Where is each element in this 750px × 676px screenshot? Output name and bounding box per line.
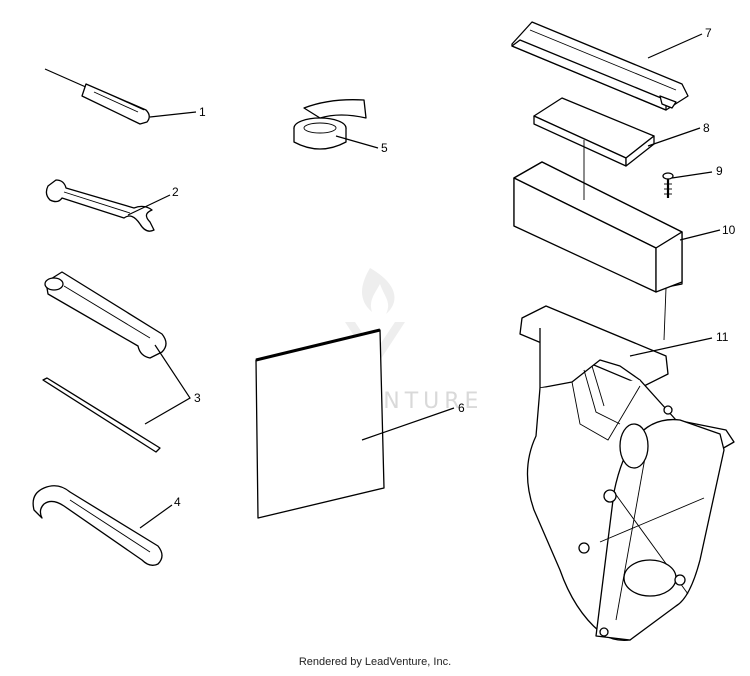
callout-4: 4: [174, 495, 181, 509]
callout-6: 6: [458, 401, 465, 415]
assembly-guide-line: [663, 287, 667, 341]
spanner-hook-part: [32, 485, 163, 566]
foam-pad-part: [533, 97, 655, 167]
leader-line-5: [335, 135, 379, 149]
toolbox-tray-part: [513, 161, 683, 293]
wrench-part: [45, 179, 155, 232]
footer-credit: Rendered by LeadVenture, Inc.: [298, 656, 452, 668]
leader-line-3: [144, 344, 191, 425]
tommy-bar-part: [42, 377, 161, 453]
leader-line-8: [647, 127, 701, 147]
callout-7: 7: [705, 26, 712, 40]
callout-5: 5: [381, 141, 388, 155]
callout-11: 11: [716, 330, 729, 344]
leader-line-2: [127, 194, 171, 216]
spark-plug-wrench-part: [44, 271, 167, 359]
leader-line-4: [139, 504, 173, 529]
leader-line-6: [361, 407, 455, 441]
callout-1: 1: [199, 105, 206, 119]
leader-line-9: [671, 171, 713, 179]
callout-9: 9: [716, 164, 723, 178]
housing-part: [519, 305, 735, 641]
tape-roll-part: [293, 99, 367, 150]
toolbox-lid-part: [511, 21, 689, 111]
callout-2: 2: [172, 185, 179, 199]
screwdriver-part: [44, 68, 150, 125]
leader-line-11: [629, 337, 713, 357]
leader-line-10: [679, 229, 721, 241]
screw-part: [662, 172, 674, 198]
leader-line-1: [149, 111, 197, 118]
callout-10: 10: [722, 223, 736, 237]
callout-3: 3: [194, 391, 201, 405]
callout-8: 8: [703, 121, 710, 135]
leader-line-7: [647, 33, 703, 59]
manual-part: [255, 328, 385, 519]
